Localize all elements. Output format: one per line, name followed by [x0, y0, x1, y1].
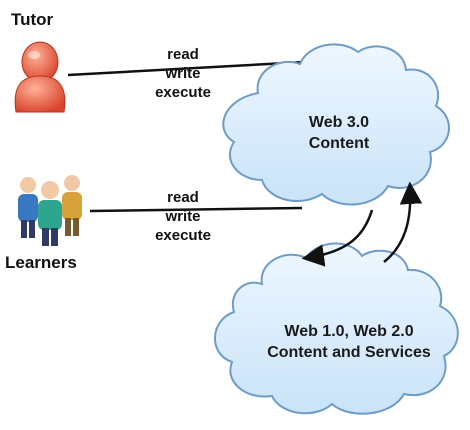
learner-action-read: read — [167, 189, 199, 206]
learners-label: Learners — [5, 253, 77, 272]
tutor-action-execute: execute — [155, 84, 211, 101]
web3-line-2: Content — [308, 135, 370, 152]
web3-line-1: Web 3.0 — [308, 114, 370, 131]
learner-action-execute: execute — [155, 227, 211, 244]
learners-group-icon — [18, 175, 82, 246]
learner-actions: read write execute — [138, 188, 228, 245]
tutor-actions: read write execute — [138, 45, 228, 102]
tutor-action-read: read — [167, 46, 199, 63]
web12-cloud-label: Web 1.0, Web 2.0 Content and Services — [239, 321, 459, 363]
tutor-action-write: write — [165, 65, 201, 82]
tutor-label: Tutor — [11, 10, 54, 29]
tutor-connection-line — [67, 60, 306, 77]
web12-cloud — [214, 242, 459, 415]
arrow-web12-to-web3 — [383, 181, 423, 263]
web12-line-1: Web 1.0, Web 2.0 — [284, 323, 414, 340]
tutor-person-icon — [14, 41, 66, 113]
web12-line-2: Content and Services — [267, 344, 431, 361]
arrow-web3-to-web12 — [301, 209, 374, 267]
web3-cloud-label: Web 3.0 Content — [279, 112, 399, 154]
learners-connection-line — [89, 206, 303, 213]
web3-cloud — [222, 43, 450, 206]
learner-action-write: write — [165, 208, 201, 225]
